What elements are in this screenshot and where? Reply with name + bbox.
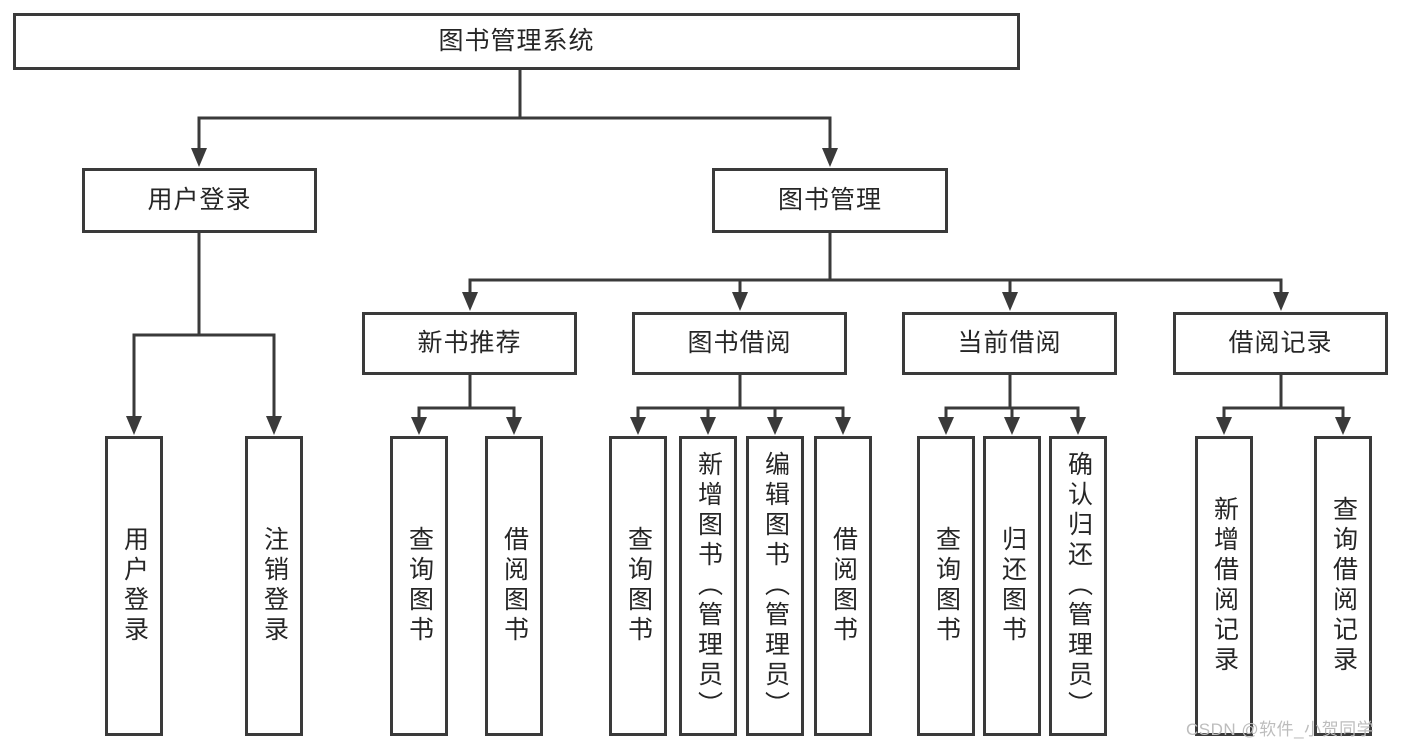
leaf-add-borrow-record: 新增借阅记录 [1195,436,1253,736]
arrowhead [938,417,954,435]
node-book-management: 图书管理 [712,168,948,233]
leaf-query-books-borrow: 查询图书 [609,436,667,736]
node-book-borrow: 图书借阅 [632,312,847,375]
arrowhead [126,416,142,435]
arrowhead [266,416,282,435]
csdn-watermark: CSDN @软件_小贺同学 [1186,720,1375,739]
leaf-add-book-admin: 新增图书（管理员） [679,436,737,736]
leaf-logout: 注销登录 [245,436,303,736]
leaf-query-books-recommend: 查询图书 [390,436,448,736]
leaf-query-books-current: 查询图书 [917,436,975,736]
arrowhead [822,148,838,167]
arrowhead [1004,417,1020,435]
arrowhead [732,292,748,311]
leaf-return-book: 归还图书 [983,436,1041,736]
leaf-borrow-books-recommend: 借阅图书 [485,436,543,736]
node-new-book-recommend: 新书推荐 [362,312,577,375]
node-user-login: 用户登录 [82,168,317,233]
leaf-label: 确认归还（管理员） [1064,451,1093,721]
arrowhead [411,417,427,435]
leaf-label: 注销登录 [260,526,289,646]
leaf-label: 查询图书 [405,526,434,646]
arrowhead [767,417,783,435]
arrowhead [1070,417,1086,435]
leaf-label: 借阅图书 [829,526,858,646]
leaf-confirm-return-admin: 确认归还（管理员） [1049,436,1107,736]
arrowhead [506,417,522,435]
arrowhead [1273,292,1289,311]
node-current-borrow: 当前借阅 [902,312,1117,375]
arrowhead [835,417,851,435]
leaf-label: 新增借阅记录 [1210,496,1239,676]
leaf-label: 用户登录 [120,526,149,646]
arrowhead [191,148,207,167]
leaf-borrow-books-borrow: 借阅图书 [814,436,872,736]
leaf-label: 归还图书 [998,526,1027,646]
leaf-label: 查询图书 [624,526,653,646]
leaf-user-login: 用户登录 [105,436,163,736]
arrowhead [630,417,646,435]
node-borrow-records: 借阅记录 [1173,312,1388,375]
node-root: 图书管理系统 [13,13,1020,70]
leaf-label: 查询借阅记录 [1329,496,1358,676]
leaf-label: 借阅图书 [500,526,529,646]
arrowhead [700,417,716,435]
arrowhead [1335,417,1351,435]
arrowhead [1216,417,1232,435]
leaf-label: 查询图书 [932,526,961,646]
arrowhead [1002,292,1018,311]
leaf-label: 编辑图书（管理员） [761,451,790,721]
arrowhead [462,292,478,311]
leaf-query-borrow-record: 查询借阅记录 [1314,436,1372,736]
leaf-label: 新增图书（管理员） [694,451,723,721]
leaf-edit-book-admin: 编辑图书（管理员） [746,436,804,736]
